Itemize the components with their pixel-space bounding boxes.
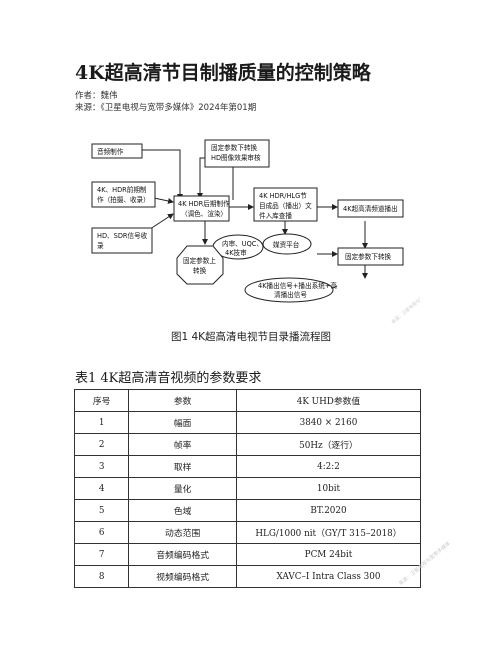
node-finished-program-archive: 4K HDR/HLG节 目成品（播出）文 件入库查播 <box>253 187 318 222</box>
svg-text:作（拍摄、收录）: 作（拍摄、收录） <box>97 195 150 204</box>
row-parameter: 取样 <box>128 455 237 478</box>
row-index: 3 <box>73 455 130 478</box>
row-value: PCM 24bit <box>235 543 422 566</box>
node-hd-sdr-ingest: HD、SDR信号收 录 <box>91 227 153 254</box>
svg-text:固定参数上: 固定参数上 <box>183 256 216 265</box>
svg-text:媒资平台: 媒资平台 <box>273 240 300 249</box>
svg-text:HD图像效果审核: HD图像效果审核 <box>211 153 261 162</box>
source-line: 来源：《卫星电视与宽带多媒体》2024年第01期 <box>75 103 257 113</box>
row-parameter: 音频编码格式 <box>128 543 237 566</box>
row-parameter: 色域 <box>128 499 237 522</box>
row-index: 6 <box>73 521 130 544</box>
node-fixed-downconvert-review: 固定参数下转换 HD图像效果审核 <box>204 139 270 168</box>
node-4k-hdr-preproduction: 4K、HDR前期制 作（拍摄、收录） <box>91 181 156 208</box>
broadcast-flowchart: 音频制作 固定参数下转换 HD图像效果审核 4K、HDR前期制 作（拍摄、收录）… <box>91 139 420 326</box>
table-row: 6 动态范围 HLG/1000 nit（GY/T 315–2018） <box>73 521 422 544</box>
node-4k-channel-broadcast: 4K超高清频道播出 <box>337 199 404 218</box>
svg-text:转换: 转换 <box>193 266 207 275</box>
figure-watermark: 来源：卫星电视与宽带多媒体 <box>390 282 420 325</box>
svg-text:4K HDR/HLG节: 4K HDR/HLG节 <box>259 192 307 200</box>
header-cell-index: 序号 <box>73 389 130 412</box>
svg-text:内审、UQC、: 内审、UQC、 <box>222 239 263 248</box>
node-internal-review-cloud: 内审、UQC、 4K技审 <box>212 234 264 260</box>
table-row: 1 幅面 3840 × 2160 <box>73 411 422 434</box>
svg-text:录: 录 <box>97 242 104 250</box>
row-value: 3840 × 2160 <box>235 411 422 434</box>
row-value: XAVC–I Intra Class 300 <box>235 565 422 588</box>
header-cell-parameter: 参数 <box>128 389 237 412</box>
article-title: 4K超高清节目制播质量的控制策略 <box>75 62 371 84</box>
table-row: 4 量化 10bit <box>73 477 422 500</box>
table-header-row: 序号 参数 4K UHD参数值 <box>73 389 422 412</box>
node-fixed-downconvert: 固定参数下转换 <box>337 247 404 266</box>
row-index: 2 <box>73 433 130 456</box>
table-title: 表1 4K超高清音视频的参数要求 <box>75 371 262 386</box>
row-value: HLG/1000 nit（GY/T 315–2018） <box>235 521 422 544</box>
svg-text:4K HDR后期制作: 4K HDR后期制作 <box>178 199 230 208</box>
figure-caption: 图1 4K超高清电视节目录播流程图 <box>170 331 332 343</box>
table-row: 2 帧率 50Hz（逐行） <box>73 433 422 456</box>
svg-text:固定参数下转换: 固定参数下转换 <box>211 143 258 152</box>
svg-text:件入库查播: 件入库查播 <box>259 211 292 220</box>
row-value: 4:2:2 <box>235 455 422 478</box>
svg-text:4K技审: 4K技审 <box>225 248 247 257</box>
table-row: 3 取样 4:2:2 <box>73 455 422 478</box>
node-fixed-upconvert: 固定参数上 转换 <box>176 245 224 285</box>
svg-text:HD、SDR信号收: HD、SDR信号收 <box>97 231 148 240</box>
author-line: 作者：魏伟 <box>75 91 118 101</box>
row-value: BT.2020 <box>235 499 422 522</box>
svg-text:4K播出信号+播出系统+高: 4K播出信号+播出系统+高 <box>258 281 337 290</box>
row-index: 1 <box>73 411 130 434</box>
parameter-table: 序号 参数 4K UHD参数值 1 幅面 3840 × 2160 2 帧率 50… <box>73 389 422 588</box>
svg-text:音频制作: 音频制作 <box>97 147 124 156</box>
row-value: 50Hz（逐行） <box>235 433 422 456</box>
node-media-asset-platform: 媒资平台 <box>262 233 312 255</box>
svg-text:（调色、渲染）: （调色、渲染） <box>181 209 227 218</box>
node-broadcast-signal-cloud: 4K播出信号+播出系统+高 清播出信号 <box>244 277 337 303</box>
row-parameter: 帧率 <box>128 433 237 456</box>
table-row: 7 音频编码格式 PCM 24bit <box>73 543 422 566</box>
row-index: 7 <box>73 543 130 566</box>
row-parameter: 视频编码格式 <box>128 565 237 588</box>
node-4k-hdr-postproduction: 4K HDR后期制作 （调色、渲染） <box>173 195 230 222</box>
row-parameter: 动态范围 <box>128 521 237 544</box>
row-index: 8 <box>73 565 130 588</box>
row-index: 5 <box>73 499 130 522</box>
row-parameter: 量化 <box>128 477 237 500</box>
table-row: 8 视频编码格式 XAVC–I Intra Class 300 <box>73 565 422 588</box>
flow-connectors <box>134 149 368 279</box>
header-cell-value: 4K UHD参数值 <box>235 389 422 412</box>
row-value: 10bit <box>235 477 422 500</box>
row-parameter: 幅面 <box>128 411 237 434</box>
node-audio-production: 音频制作 <box>91 143 143 159</box>
svg-text:清播出信号: 清播出信号 <box>274 290 307 299</box>
row-index: 4 <box>73 477 130 500</box>
table-row: 5 色域 BT.2020 <box>73 499 422 522</box>
svg-text:固定参数下转换: 固定参数下转换 <box>345 252 392 261</box>
svg-text:4K超高清频道播出: 4K超高清频道播出 <box>343 204 398 213</box>
svg-text:4K、HDR前期制: 4K、HDR前期制 <box>97 185 147 194</box>
svg-text:目成品（播出）文: 目成品（播出）文 <box>259 201 312 210</box>
